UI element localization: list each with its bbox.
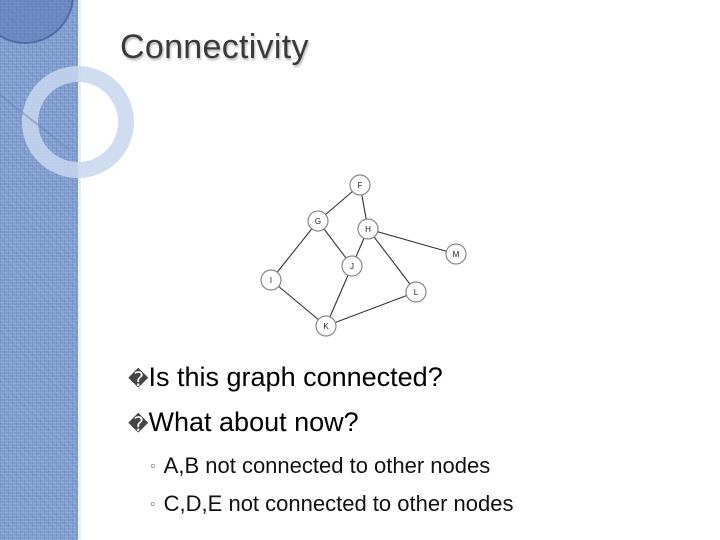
bullet-2: �What about now? xyxy=(128,407,359,438)
slide-title: Connectivity xyxy=(120,28,309,66)
sub-bullet-text: A,B not connected to other nodes xyxy=(163,453,491,478)
node-k: K xyxy=(315,315,337,337)
node-g: G xyxy=(307,210,329,232)
node-f: F xyxy=(349,174,371,196)
bullet-marker: � xyxy=(128,369,149,391)
bullet-text: What about now? xyxy=(148,407,359,437)
svg-text:J: J xyxy=(350,262,354,271)
sub-bullet-text: C,D,E not connected to other nodes xyxy=(163,491,514,516)
svg-text:M: M xyxy=(453,250,460,259)
node-i: I xyxy=(260,269,282,291)
bullet-marker: � xyxy=(128,414,149,436)
svg-text:K: K xyxy=(323,322,329,331)
deco-line xyxy=(0,94,71,151)
svg-text:L: L xyxy=(414,288,419,297)
node-l: L xyxy=(405,281,427,303)
node-m: M xyxy=(445,243,467,265)
svg-text:H: H xyxy=(365,225,371,234)
graph-diagram: F G H M I J L K xyxy=(260,174,467,337)
sidebar-edge xyxy=(78,0,81,540)
deco-circle-top-outline xyxy=(0,0,74,44)
sub-bullet-2: ◦ C,D,E not connected to other nodes xyxy=(150,491,513,517)
deco-ring xyxy=(22,66,134,178)
edge-g-i xyxy=(270,220,319,281)
edge-k-l xyxy=(325,291,417,327)
svg-text:I: I xyxy=(270,276,272,285)
bullet-1: �Is this graph connected? xyxy=(128,362,443,393)
bullet-text: Is this graph connected? xyxy=(148,362,443,392)
svg-text:F: F xyxy=(358,181,363,190)
edge-i-k xyxy=(270,279,327,327)
edge-h-m xyxy=(367,228,457,255)
svg-text:G: G xyxy=(315,217,321,226)
edge-j-k xyxy=(325,265,353,327)
sub-bullet-marker: ◦ xyxy=(150,458,156,475)
edge-h-l xyxy=(367,228,417,293)
sub-bullet-marker: ◦ xyxy=(150,496,156,513)
decorative-circles xyxy=(0,0,134,178)
deco-circle-top xyxy=(0,0,73,43)
sub-bullet-1: ◦ A,B not connected to other nodes xyxy=(150,453,490,479)
node-j: J xyxy=(341,255,363,277)
node-h: H xyxy=(357,218,379,240)
